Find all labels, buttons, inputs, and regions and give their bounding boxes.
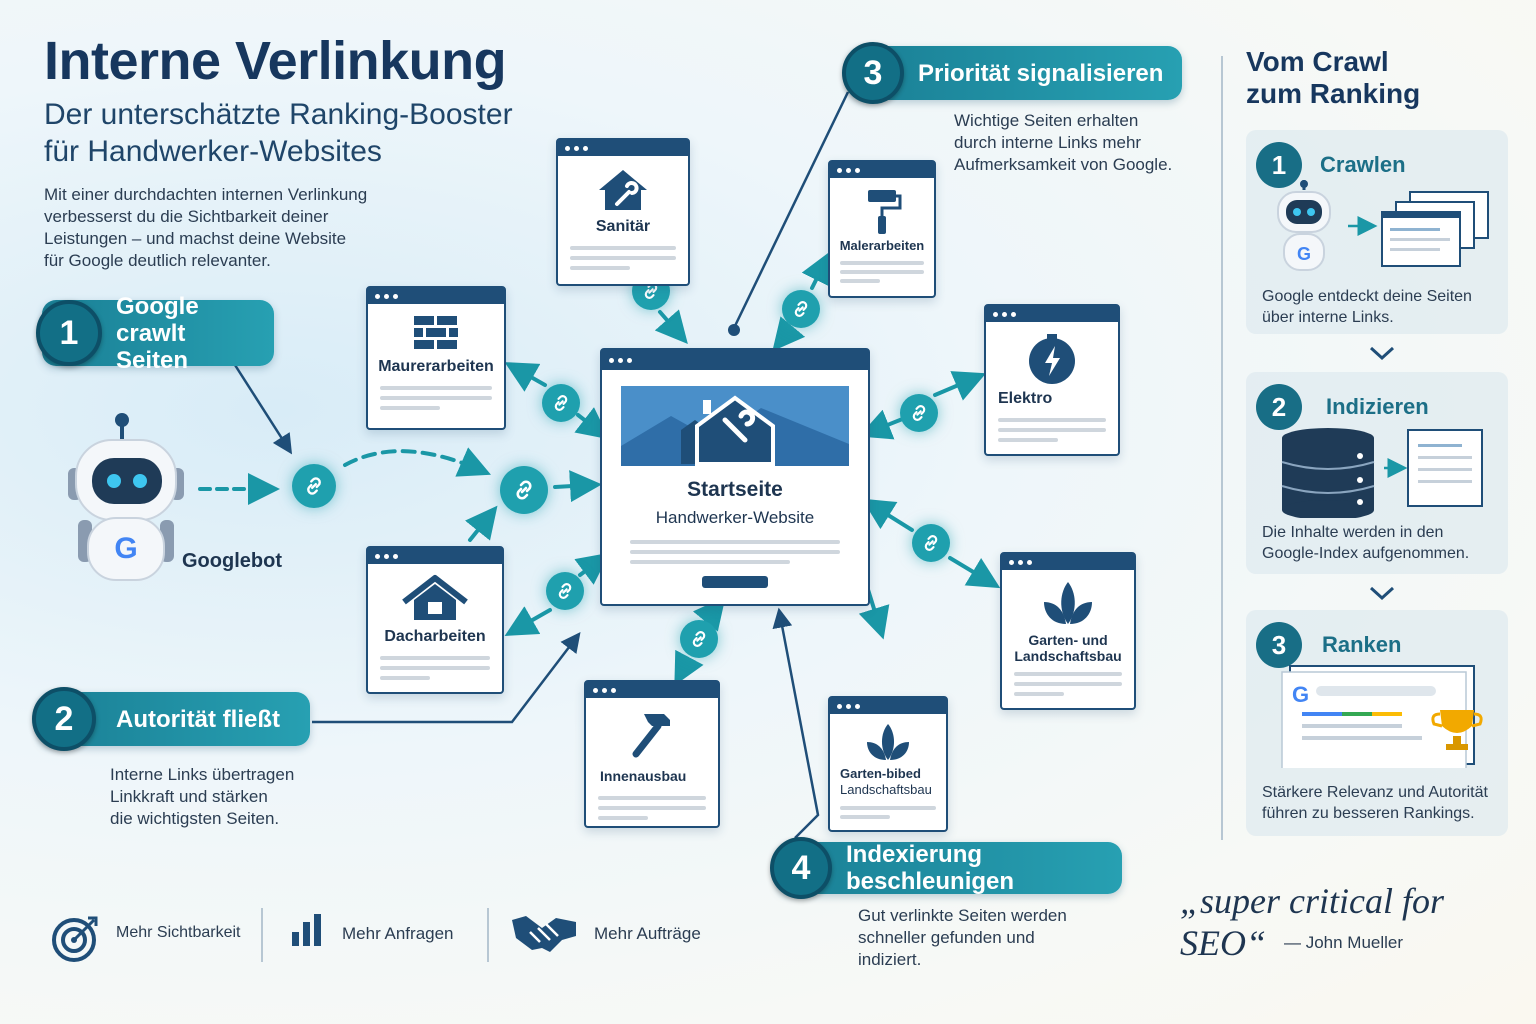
cta-button-shape [702, 576, 768, 588]
right-panel-title: Vom Crawl zum Ranking [1246, 46, 1421, 109]
step-2-pill: 2 Autorität fließt [32, 687, 310, 751]
lightning-icon [1029, 334, 1075, 384]
link-icon [542, 384, 580, 422]
homepage-title: Startseite [687, 478, 783, 501]
page-card-garten-bibed: Garten-bibed Landschaftsbau [828, 696, 948, 832]
page-card-malerarbeiten: Malerarbeiten [828, 160, 936, 298]
link-icon [782, 290, 820, 328]
link-icon [546, 572, 584, 610]
googlebot-label: Googlebot [182, 550, 282, 572]
paint-roller-icon [868, 190, 902, 234]
link-icon [900, 394, 938, 432]
page-card-garten-landschaftsbau: Garten- und Landschaftsbau [1000, 552, 1136, 710]
quote-text: „super critical for SEO“ [1180, 881, 1445, 963]
step-4-description: Gut verlinkte Seiten werden schneller ge… [858, 906, 1067, 969]
leaf-plant-icon [867, 724, 909, 760]
svg-text:G: G [114, 532, 137, 565]
brick-wall-icon [414, 316, 458, 349]
bar-chart-icon [292, 914, 321, 946]
intro-text: Mit einer durchdachten internen Verlinku… [44, 185, 368, 270]
leaf-plant-icon [1044, 582, 1092, 624]
handshake-icon [512, 916, 576, 952]
homepage-subtitle: Handwerker-Website [655, 508, 815, 527]
chevron-down-icon [1369, 346, 1395, 361]
target-icon [52, 916, 98, 962]
step-3-pill: 3 Priorität signalisieren [842, 42, 1182, 104]
link-icon [680, 620, 718, 658]
house-banner-icon [621, 386, 849, 466]
page-card-maurerarbeiten: Maurerarbeiten [366, 286, 506, 430]
crawl-illustration-icon: G [1277, 180, 1489, 271]
benefit-visibility: Mehr Sichtbarkeit [116, 924, 241, 941]
subtitle: Der unterschätzte Ranking-Booster für Ha… [44, 98, 513, 168]
step-2-description: Interne Links übertragen Linkkraft und s… [110, 765, 295, 828]
link-icon [292, 464, 336, 508]
step-4-number: 4 [770, 837, 832, 899]
link-icon [912, 524, 950, 562]
link-icon [500, 466, 548, 514]
benefit-requests: Mehr Anfragen [342, 924, 454, 943]
search-ranking-icon: G [1281, 665, 1483, 768]
step-4-pill: 4 Indexierung beschleunigen [770, 837, 1122, 899]
process-indizieren: 2 Indizieren Die Inhalte werden in den G… [1246, 372, 1508, 574]
svg-text:G: G [1297, 244, 1311, 264]
step-3-number: 3 [842, 42, 904, 104]
homepage-card: Startseite Handwerker-Website [600, 348, 870, 606]
svg-text:G: G [1292, 682, 1309, 707]
page-title: Interne Verlinkung [44, 31, 507, 91]
house-roof-icon [402, 575, 468, 620]
step-1-pill: 1 Google crawlt Seiten [36, 293, 274, 374]
page-card-innenausbau: Innenausbau [584, 680, 720, 828]
step-2-number: 2 [32, 687, 96, 751]
page-card-elektro: Elektro [984, 304, 1120, 456]
step-3-description: Wichtige Seiten erhalten durch interne L… [954, 111, 1173, 174]
step-1-number: 1 [36, 300, 102, 366]
chevron-down-icon [1369, 586, 1395, 601]
benefit-orders: Mehr Aufträge [594, 924, 701, 943]
process-crawlen: 1 Crawlen G Google entdeckt deine Seiten… [1246, 130, 1508, 334]
hammer-icon [632, 714, 670, 758]
database-index-icon [1281, 428, 1483, 518]
quote-author: — John Mueller [1284, 933, 1404, 952]
process-ranken: 3 Ranken G Stärkere Relevanz und Autorit… [1246, 610, 1508, 836]
googlebot-robot-icon: G [68, 413, 184, 581]
house-wrench-icon [599, 170, 647, 210]
page-card-dacharbeiten: Dacharbeiten [366, 546, 504, 694]
page-card-sanitaer: Sanitär [556, 138, 690, 286]
